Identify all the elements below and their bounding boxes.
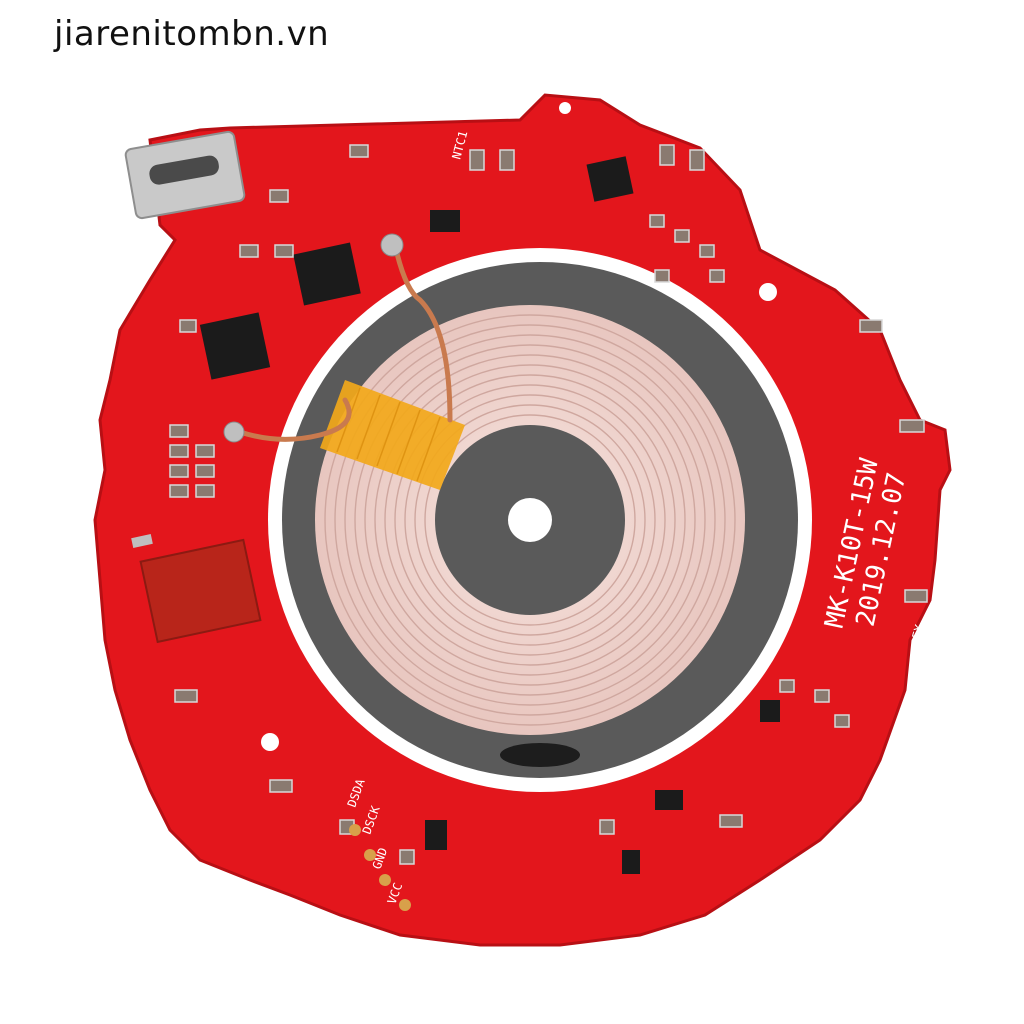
ic-chip-icon: [655, 790, 683, 810]
ic-chip-icon: [622, 850, 640, 874]
copper-wire-icon: [237, 242, 453, 442]
pad-label-gnd: GND: [370, 846, 391, 871]
ic-chip-icon: [293, 242, 361, 306]
mount-hole: [559, 102, 571, 114]
silk-fx: FX: [909, 622, 926, 640]
ic-chip-icon: [760, 700, 780, 722]
test-pads: [349, 824, 411, 911]
watermark-text: jiarenitombn.vn: [54, 14, 330, 54]
ic-chip-icon: [430, 210, 460, 232]
film-capacitor-icon: [139, 538, 262, 644]
mount-hole: [759, 283, 777, 301]
charging-coil-icon: [315, 305, 745, 735]
ic-chip-icon: [425, 820, 447, 850]
ic-chip-icon: [199, 312, 271, 380]
smd-components: [169, 144, 928, 865]
pad-label-vcc: VCC: [385, 881, 406, 906]
mount-hole: [261, 733, 279, 751]
kapton-tape: [320, 380, 465, 490]
ic-chip-icon: [586, 156, 634, 202]
usb-c-port-icon: [124, 130, 246, 220]
